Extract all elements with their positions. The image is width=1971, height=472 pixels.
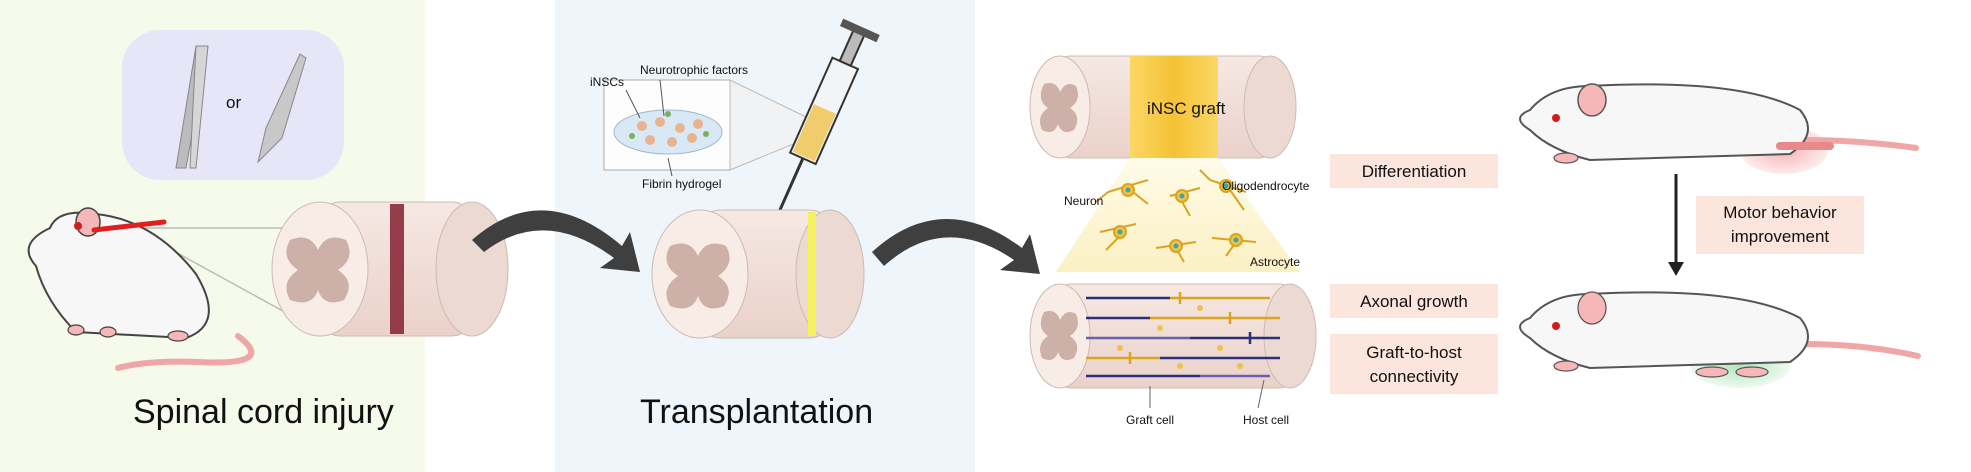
label-graft-cell: Graft cell <box>1126 413 1174 427</box>
injury-lesion <box>390 204 404 334</box>
panel-transplant-title: Transplantation <box>640 393 873 431</box>
improvement-arrowhead <box>1668 262 1684 276</box>
tools-or-text: or <box>226 93 241 112</box>
label-neurotrophic: Neurotrophic factors <box>640 63 748 77</box>
step-connectivity-line2: connectivity <box>1370 367 1459 386</box>
step-differentiation-box <box>1330 154 1498 188</box>
motor-box <box>1696 196 1864 254</box>
syringe-icon <box>777 18 880 214</box>
axon-dots <box>1117 305 1243 369</box>
spinal-cord-injured <box>271 201 509 337</box>
label-astrocyte: Astrocyte <box>1250 255 1300 269</box>
step-differentiation: Differentiation <box>1362 162 1467 181</box>
tools-box <box>122 30 344 180</box>
scalpel-icon <box>257 53 307 164</box>
step-axonal-growth: Axonal growth <box>1360 292 1468 311</box>
host-cell-pointer <box>1257 379 1265 409</box>
step-axonal-box <box>1330 284 1498 318</box>
label-fibrin: Fibrin hydrogel <box>642 177 721 191</box>
graft-region <box>1130 56 1218 158</box>
rat-before-illustration <box>1519 83 1919 174</box>
label-host-cell: Host cell <box>1243 413 1289 427</box>
cell-nuclei <box>1117 183 1239 249</box>
arrow-injury-to-transplant <box>472 210 640 272</box>
rat-injured-illustration <box>27 207 293 371</box>
step-connectivity-line1: Graft-to-host <box>1366 343 1462 362</box>
forceps-icon <box>175 45 209 169</box>
arrow-transplant-to-outcome <box>872 218 1040 274</box>
graft-label: iNSC graft <box>1147 99 1226 118</box>
axon-cord-bottom <box>1029 283 1317 389</box>
graft-site <box>808 212 816 336</box>
spinal-cord-grafted <box>651 209 865 339</box>
graft-cord-top <box>1029 55 1297 159</box>
label-inscs: iNSCs <box>590 75 624 89</box>
hydrogel-inset <box>603 79 809 177</box>
panel-injury-title: Spinal cord injury <box>133 393 394 431</box>
label-oligodendrocyte: Oligodendrocyte <box>1222 179 1310 193</box>
step-connectivity-box <box>1330 334 1498 394</box>
rat-after-illustration <box>1519 291 1921 388</box>
motor-line1: Motor behavior <box>1723 203 1837 222</box>
motor-line2: improvement <box>1731 227 1830 246</box>
label-neuron: Neuron <box>1064 194 1103 208</box>
axon-projections <box>1086 292 1280 378</box>
